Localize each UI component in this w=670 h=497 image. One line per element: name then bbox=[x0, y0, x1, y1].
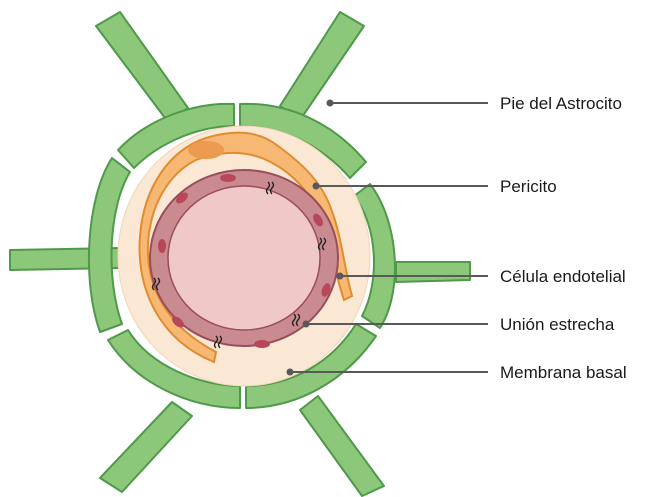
astrocyte-arm-bottom-right bbox=[300, 396, 384, 496]
labels: Pie del Astrocito Pericito Célula endote… bbox=[500, 94, 627, 382]
label-tight-junction: Unión estrecha bbox=[500, 315, 615, 334]
endothelial-cell bbox=[150, 170, 338, 348]
leader-dot-astrocyte bbox=[327, 100, 334, 107]
astrocyte-arm-right bbox=[396, 262, 470, 282]
leader-dot-basement bbox=[287, 369, 294, 376]
endothelial-nucleus bbox=[220, 174, 236, 182]
astrocyte-arm-top-left bbox=[96, 12, 188, 122]
label-astrocyte-foot: Pie del Astrocito bbox=[500, 94, 622, 113]
leader-dot-endothelial bbox=[337, 273, 344, 280]
pericyte-nucleus bbox=[188, 141, 224, 159]
vessel-lumen bbox=[168, 186, 320, 330]
leader-dot-tight-junction bbox=[303, 321, 310, 328]
endothelial-nucleus bbox=[158, 239, 166, 253]
endothelial-nucleus bbox=[254, 340, 270, 348]
astrocyte-arm-bottom-left bbox=[100, 402, 192, 492]
leader-dot-pericyte bbox=[313, 183, 320, 190]
label-basement-membrane: Membrana basal bbox=[500, 363, 627, 382]
label-endothelial-cell: Célula endotelial bbox=[500, 267, 626, 286]
label-pericyte: Pericito bbox=[500, 177, 557, 196]
